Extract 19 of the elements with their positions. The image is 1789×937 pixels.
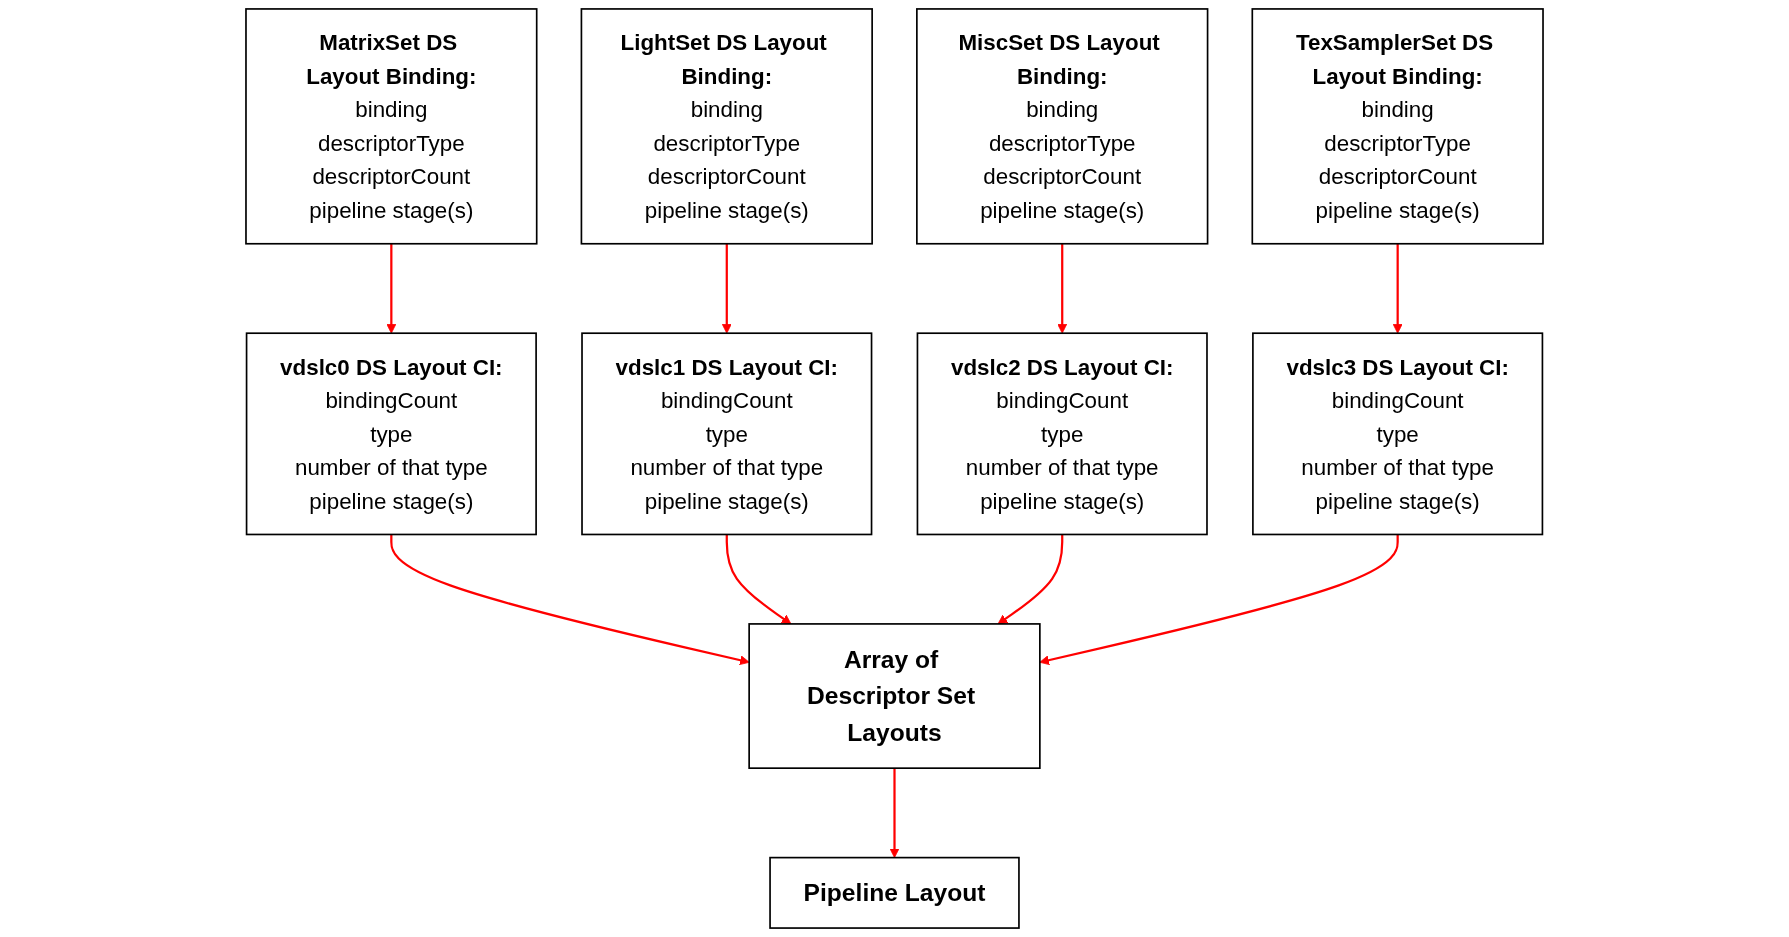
node-box: vdslc1 DS Layout CI: bindingCount type number of that type pipeline stage(s) [581, 332, 873, 536]
node-box: MiscSet DS Layout Binding: binding descriptorType descriptorCount pipeline stage(s) [916, 8, 1209, 245]
node-box: Pipeline Layout [769, 856, 1020, 929]
arrow [997, 534, 1064, 625]
node-box: vdslc3 DS Layout CI: bindingCount type number of that type pipeline stage(s) [1252, 332, 1544, 536]
arrow [1039, 534, 1399, 666]
node-box: vdslc2 DS Layout CI: bindingCount type number of that type pipeline stage(s) [916, 332, 1208, 536]
node-box: LightSet DS Layout Binding: binding descriptorType descriptorCount pipeline stage(s) [580, 8, 873, 245]
arrow [390, 534, 750, 666]
node-box: TexSamplerSet DS Layout Binding: binding descriptorType descriptorCount pipeline stage(s) [1251, 8, 1544, 245]
node-box: Array of Descriptor Set Layouts [748, 623, 1041, 769]
arrow [725, 534, 792, 625]
arrow [889, 768, 900, 859]
arrow [1057, 243, 1068, 334]
node-box: MatrixSet DS Layout Binding: binding descriptorType descriptorCount pipeline stage(s) [245, 8, 538, 245]
arrow [721, 243, 732, 334]
arrow [1392, 243, 1403, 334]
arrow [386, 243, 397, 334]
node-box: vdslc0 DS Layout CI: bindingCount type number of that type pipeline stage(s) [245, 332, 537, 536]
